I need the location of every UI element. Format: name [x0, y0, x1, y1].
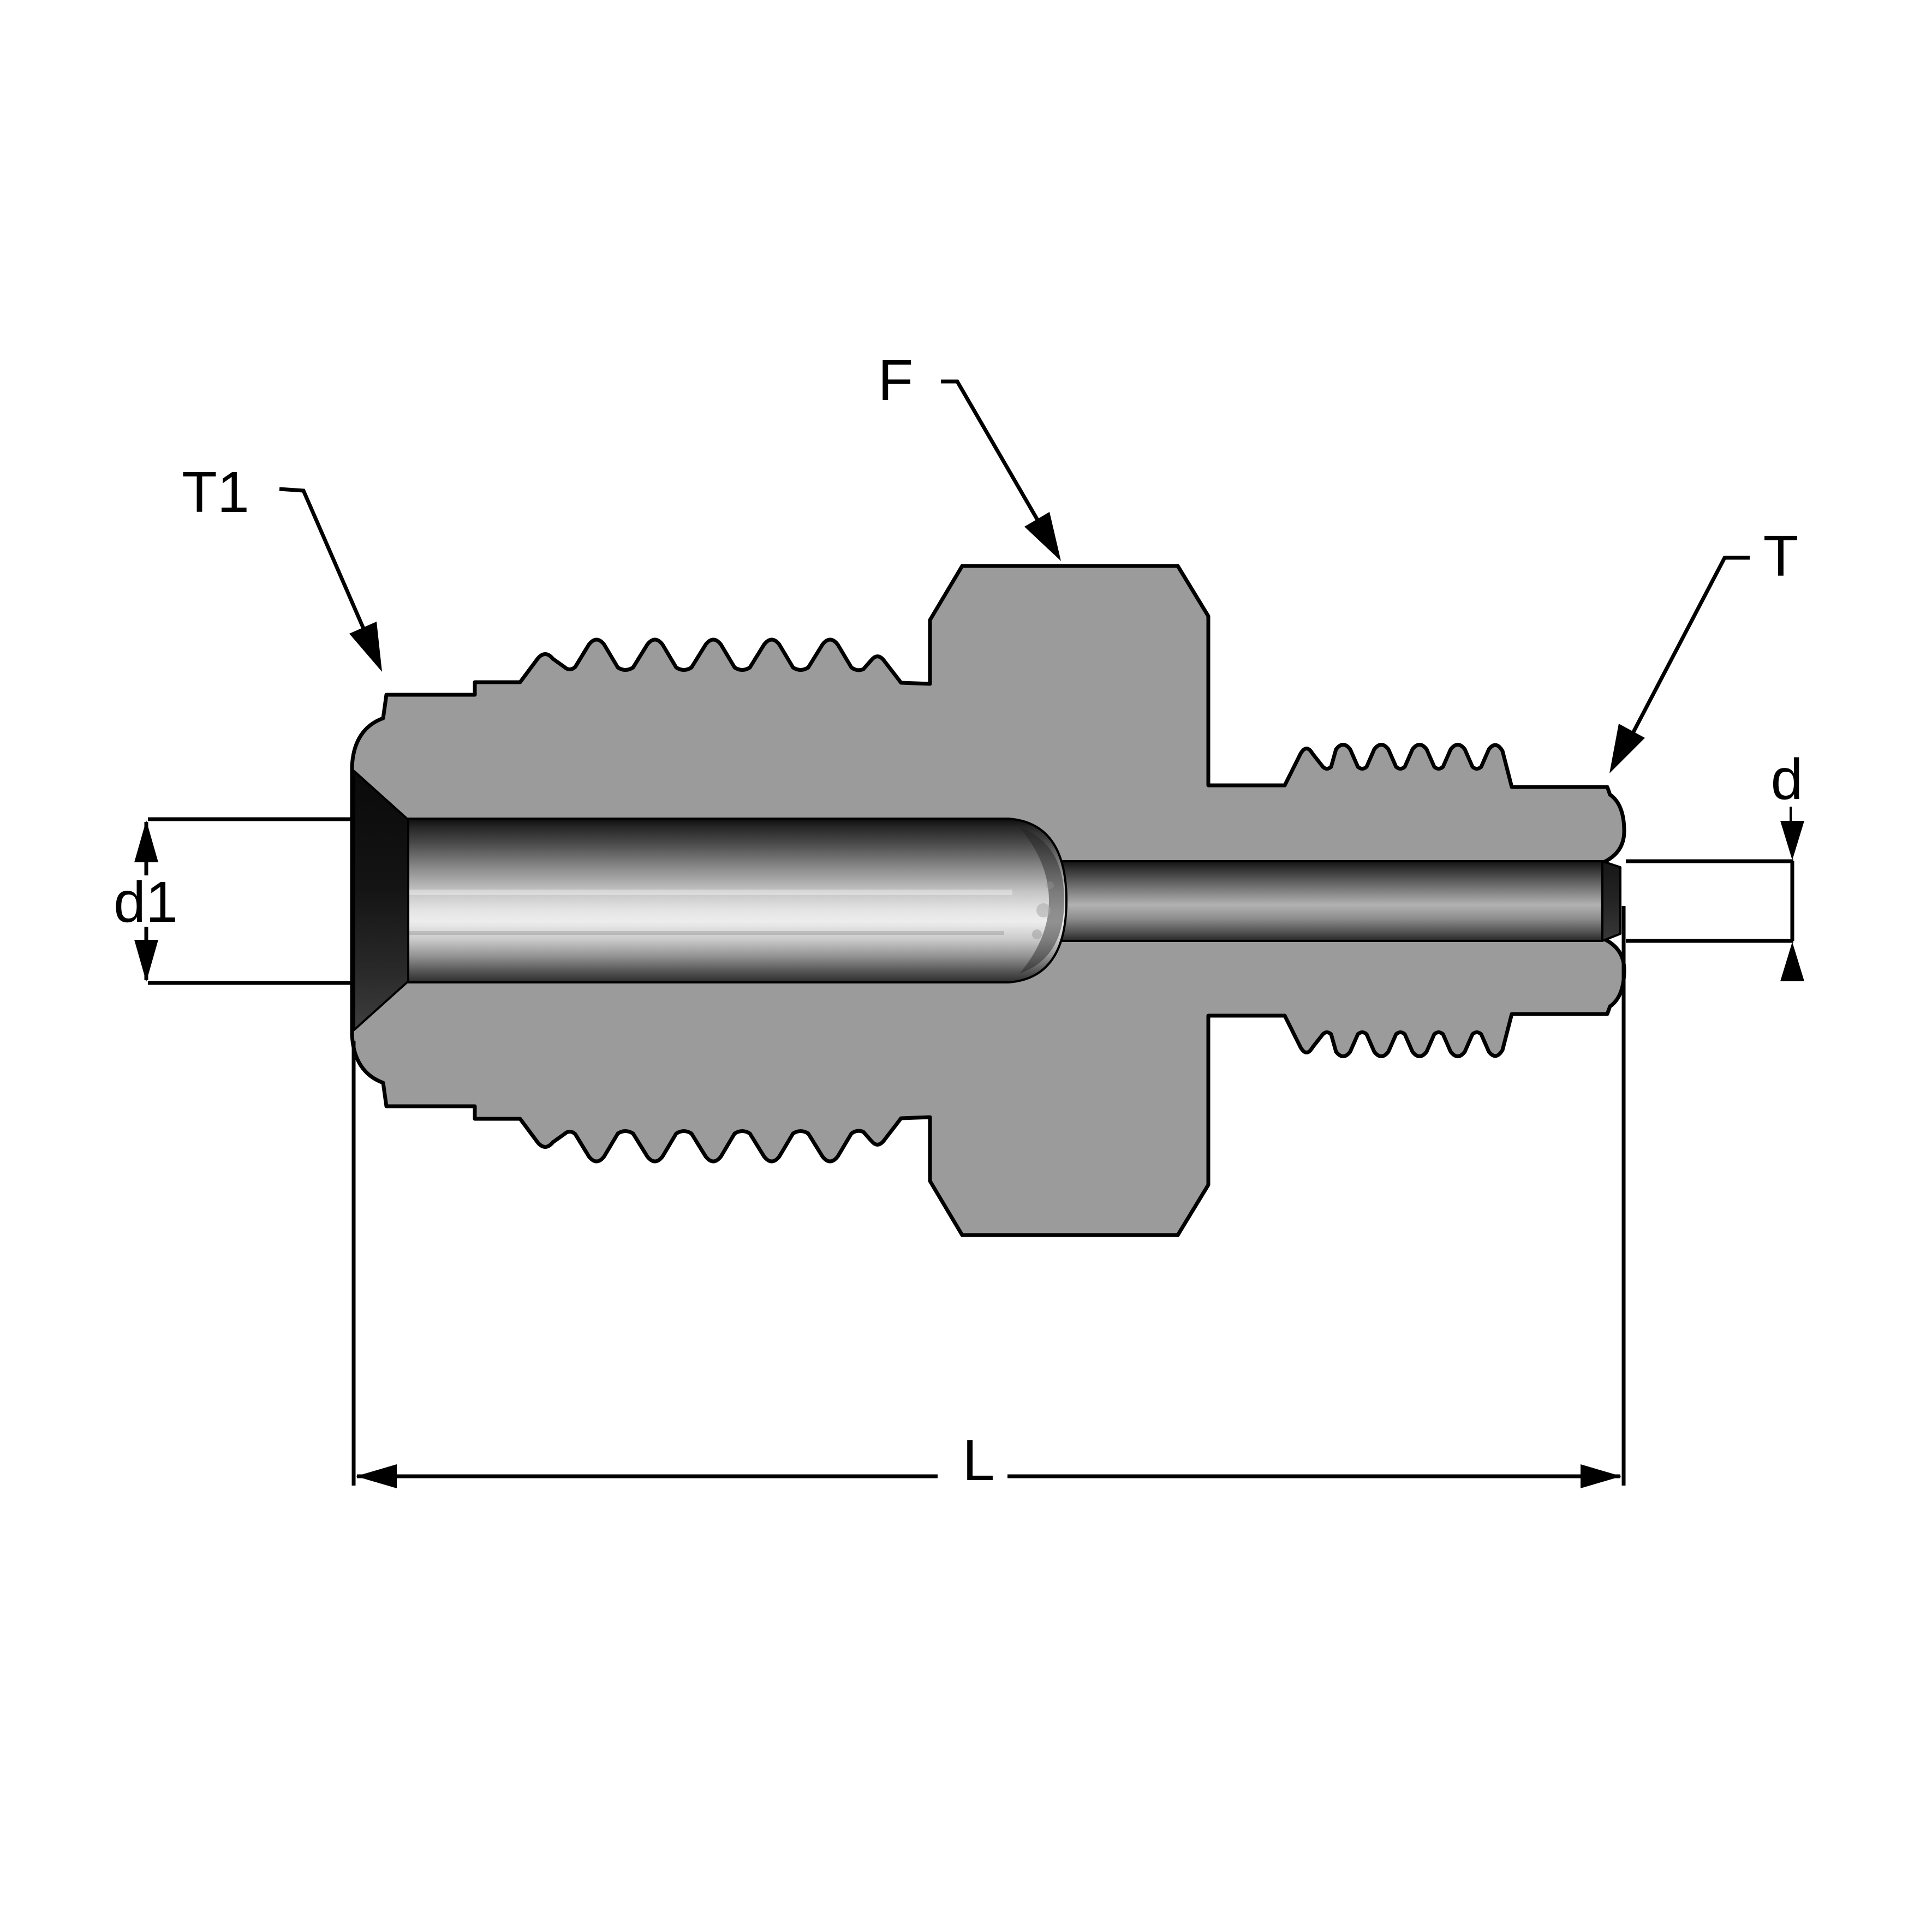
- label-d: d: [1771, 747, 1803, 812]
- arrowhead: [1024, 512, 1061, 561]
- arrow-up: [1780, 942, 1804, 981]
- bore-highlight-streak: [409, 890, 1012, 895]
- arrowhead: [349, 622, 382, 672]
- left-countersink: [353, 770, 409, 1031]
- label-L: L: [963, 1428, 995, 1493]
- small-bore: [1030, 860, 1603, 942]
- label-T1: T1: [182, 460, 249, 524]
- cap-speckle: [1036, 903, 1051, 917]
- arrowhead: [1609, 724, 1645, 773]
- cap-speckle: [1046, 881, 1054, 889]
- bore-shadow-streak: [409, 931, 1004, 935]
- arrow-down: [134, 940, 158, 982]
- dimension-d1: d1: [114, 817, 353, 985]
- arrow-down: [1780, 821, 1804, 860]
- dimension-d: d: [1626, 747, 1804, 981]
- arrow-left: [356, 1464, 397, 1488]
- leader-T1: T1: [182, 460, 382, 672]
- arrow-right: [1581, 1464, 1621, 1488]
- leader-F: F: [878, 348, 1061, 561]
- bore-cap-shade: [1019, 827, 1064, 974]
- leader-T: T: [1609, 524, 1798, 773]
- arrow-up: [134, 820, 158, 862]
- label-T: T: [1763, 524, 1799, 588]
- label-F: F: [878, 348, 914, 413]
- right-countersink: [1601, 860, 1621, 942]
- cap-speckle: [1032, 929, 1042, 939]
- label-d1: d1: [114, 870, 178, 934]
- dimension-L: L: [351, 906, 1626, 1493]
- large-bore: [406, 818, 1068, 983]
